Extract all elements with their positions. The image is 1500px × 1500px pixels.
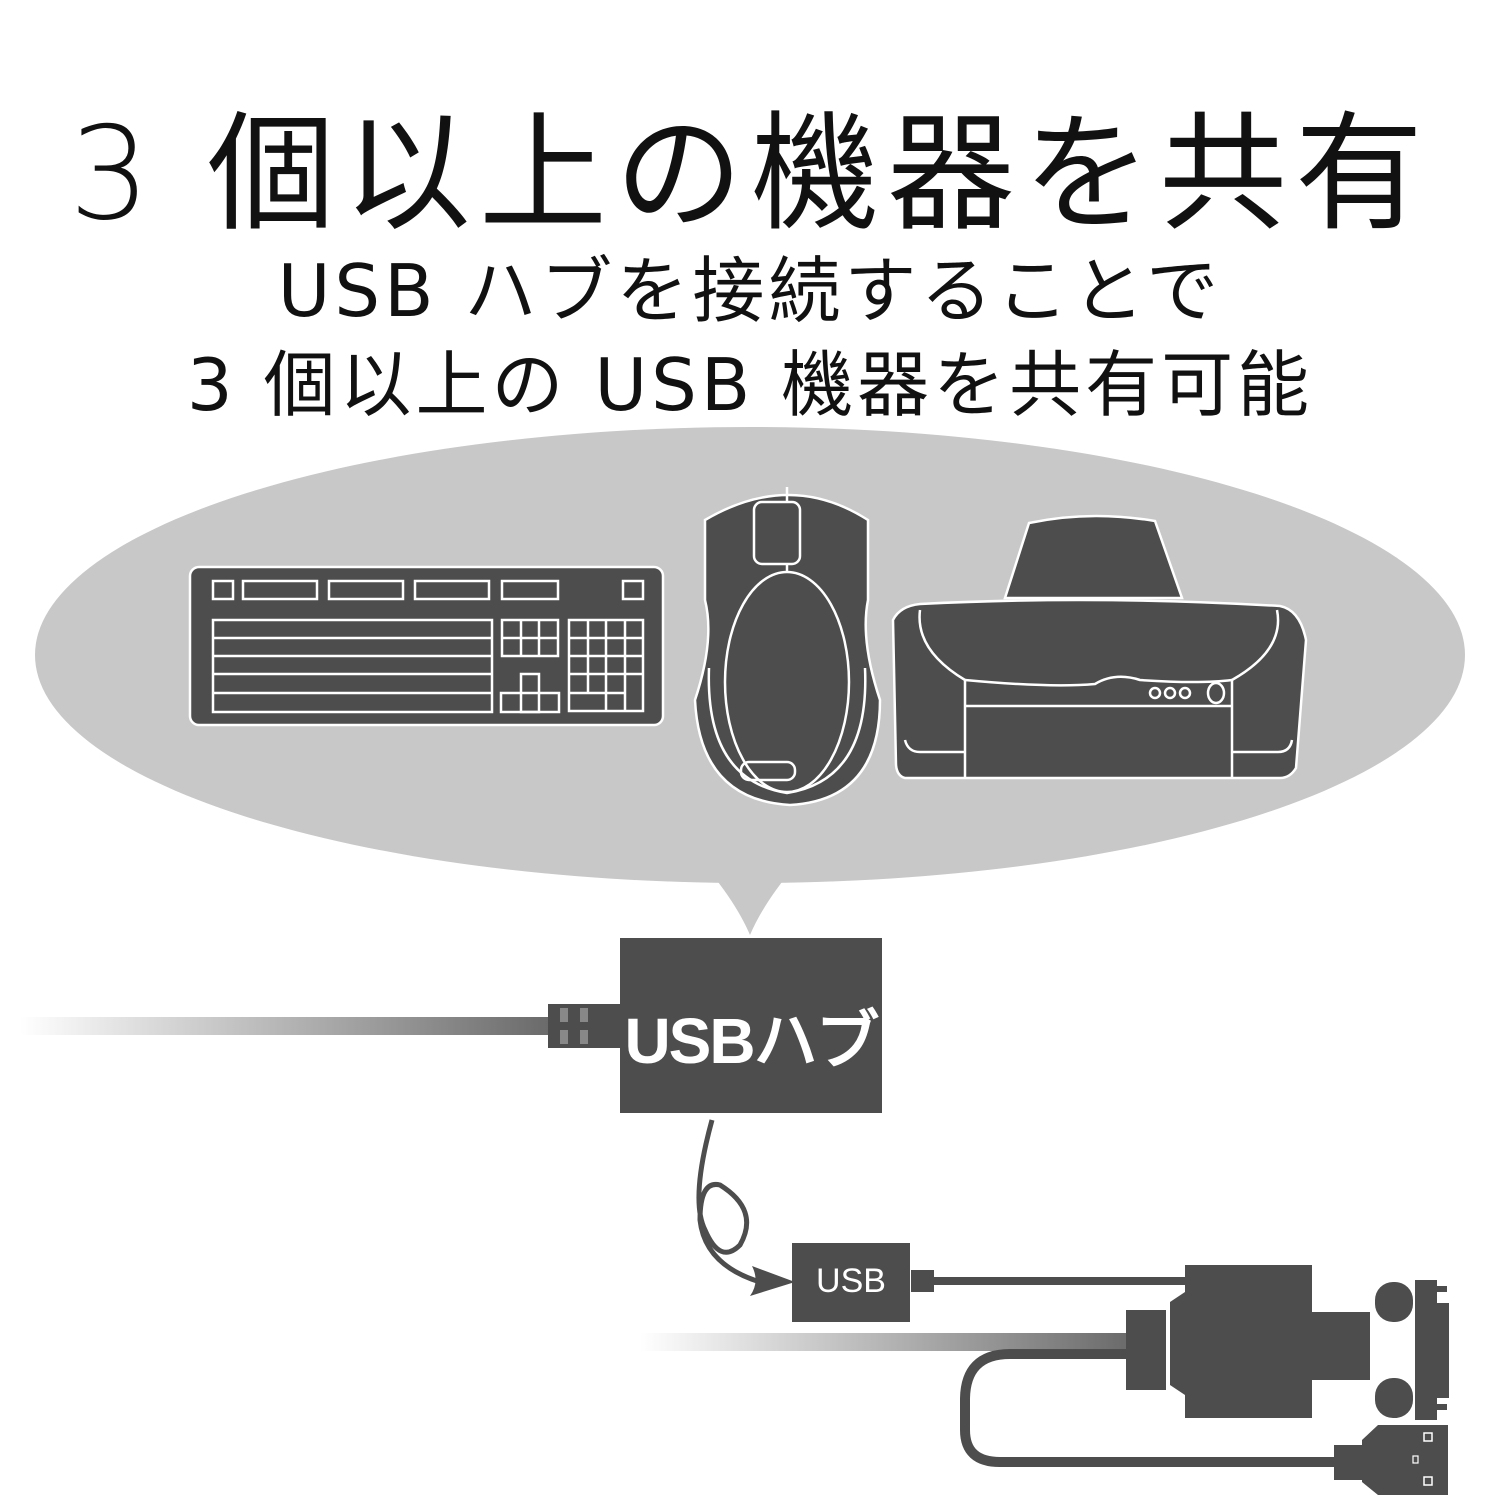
arrow-head-icon: [750, 1266, 795, 1296]
printer-icon: [891, 514, 1308, 780]
usb-hub-box: [620, 938, 882, 1113]
adapter-cable: [640, 1333, 1130, 1351]
hub-input-cable: [20, 1004, 620, 1048]
serial-db9-connector-icon: [1126, 1265, 1449, 1420]
usb-port-label: USB: [816, 1262, 886, 1300]
mouse-icon: [693, 487, 882, 807]
usb-port-box: [792, 1243, 910, 1322]
usb-connector-icon: [911, 1270, 1186, 1292]
keyboard-icon: [188, 565, 665, 727]
subtitle-line-2: 3 個以上の USB 機器を共有可能: [186, 343, 1314, 427]
page-title: 3 個以上の機器を共有: [68, 100, 1432, 249]
usb-hub-label: USBハブ: [624, 1005, 879, 1077]
usb-plug-cable: [960, 1349, 1340, 1467]
subtitle-line-1: USB ハブを接続することで: [277, 249, 1223, 333]
usb-a-plug-icon: [1334, 1425, 1448, 1495]
curved-arrow-icon: [696, 1119, 761, 1285]
